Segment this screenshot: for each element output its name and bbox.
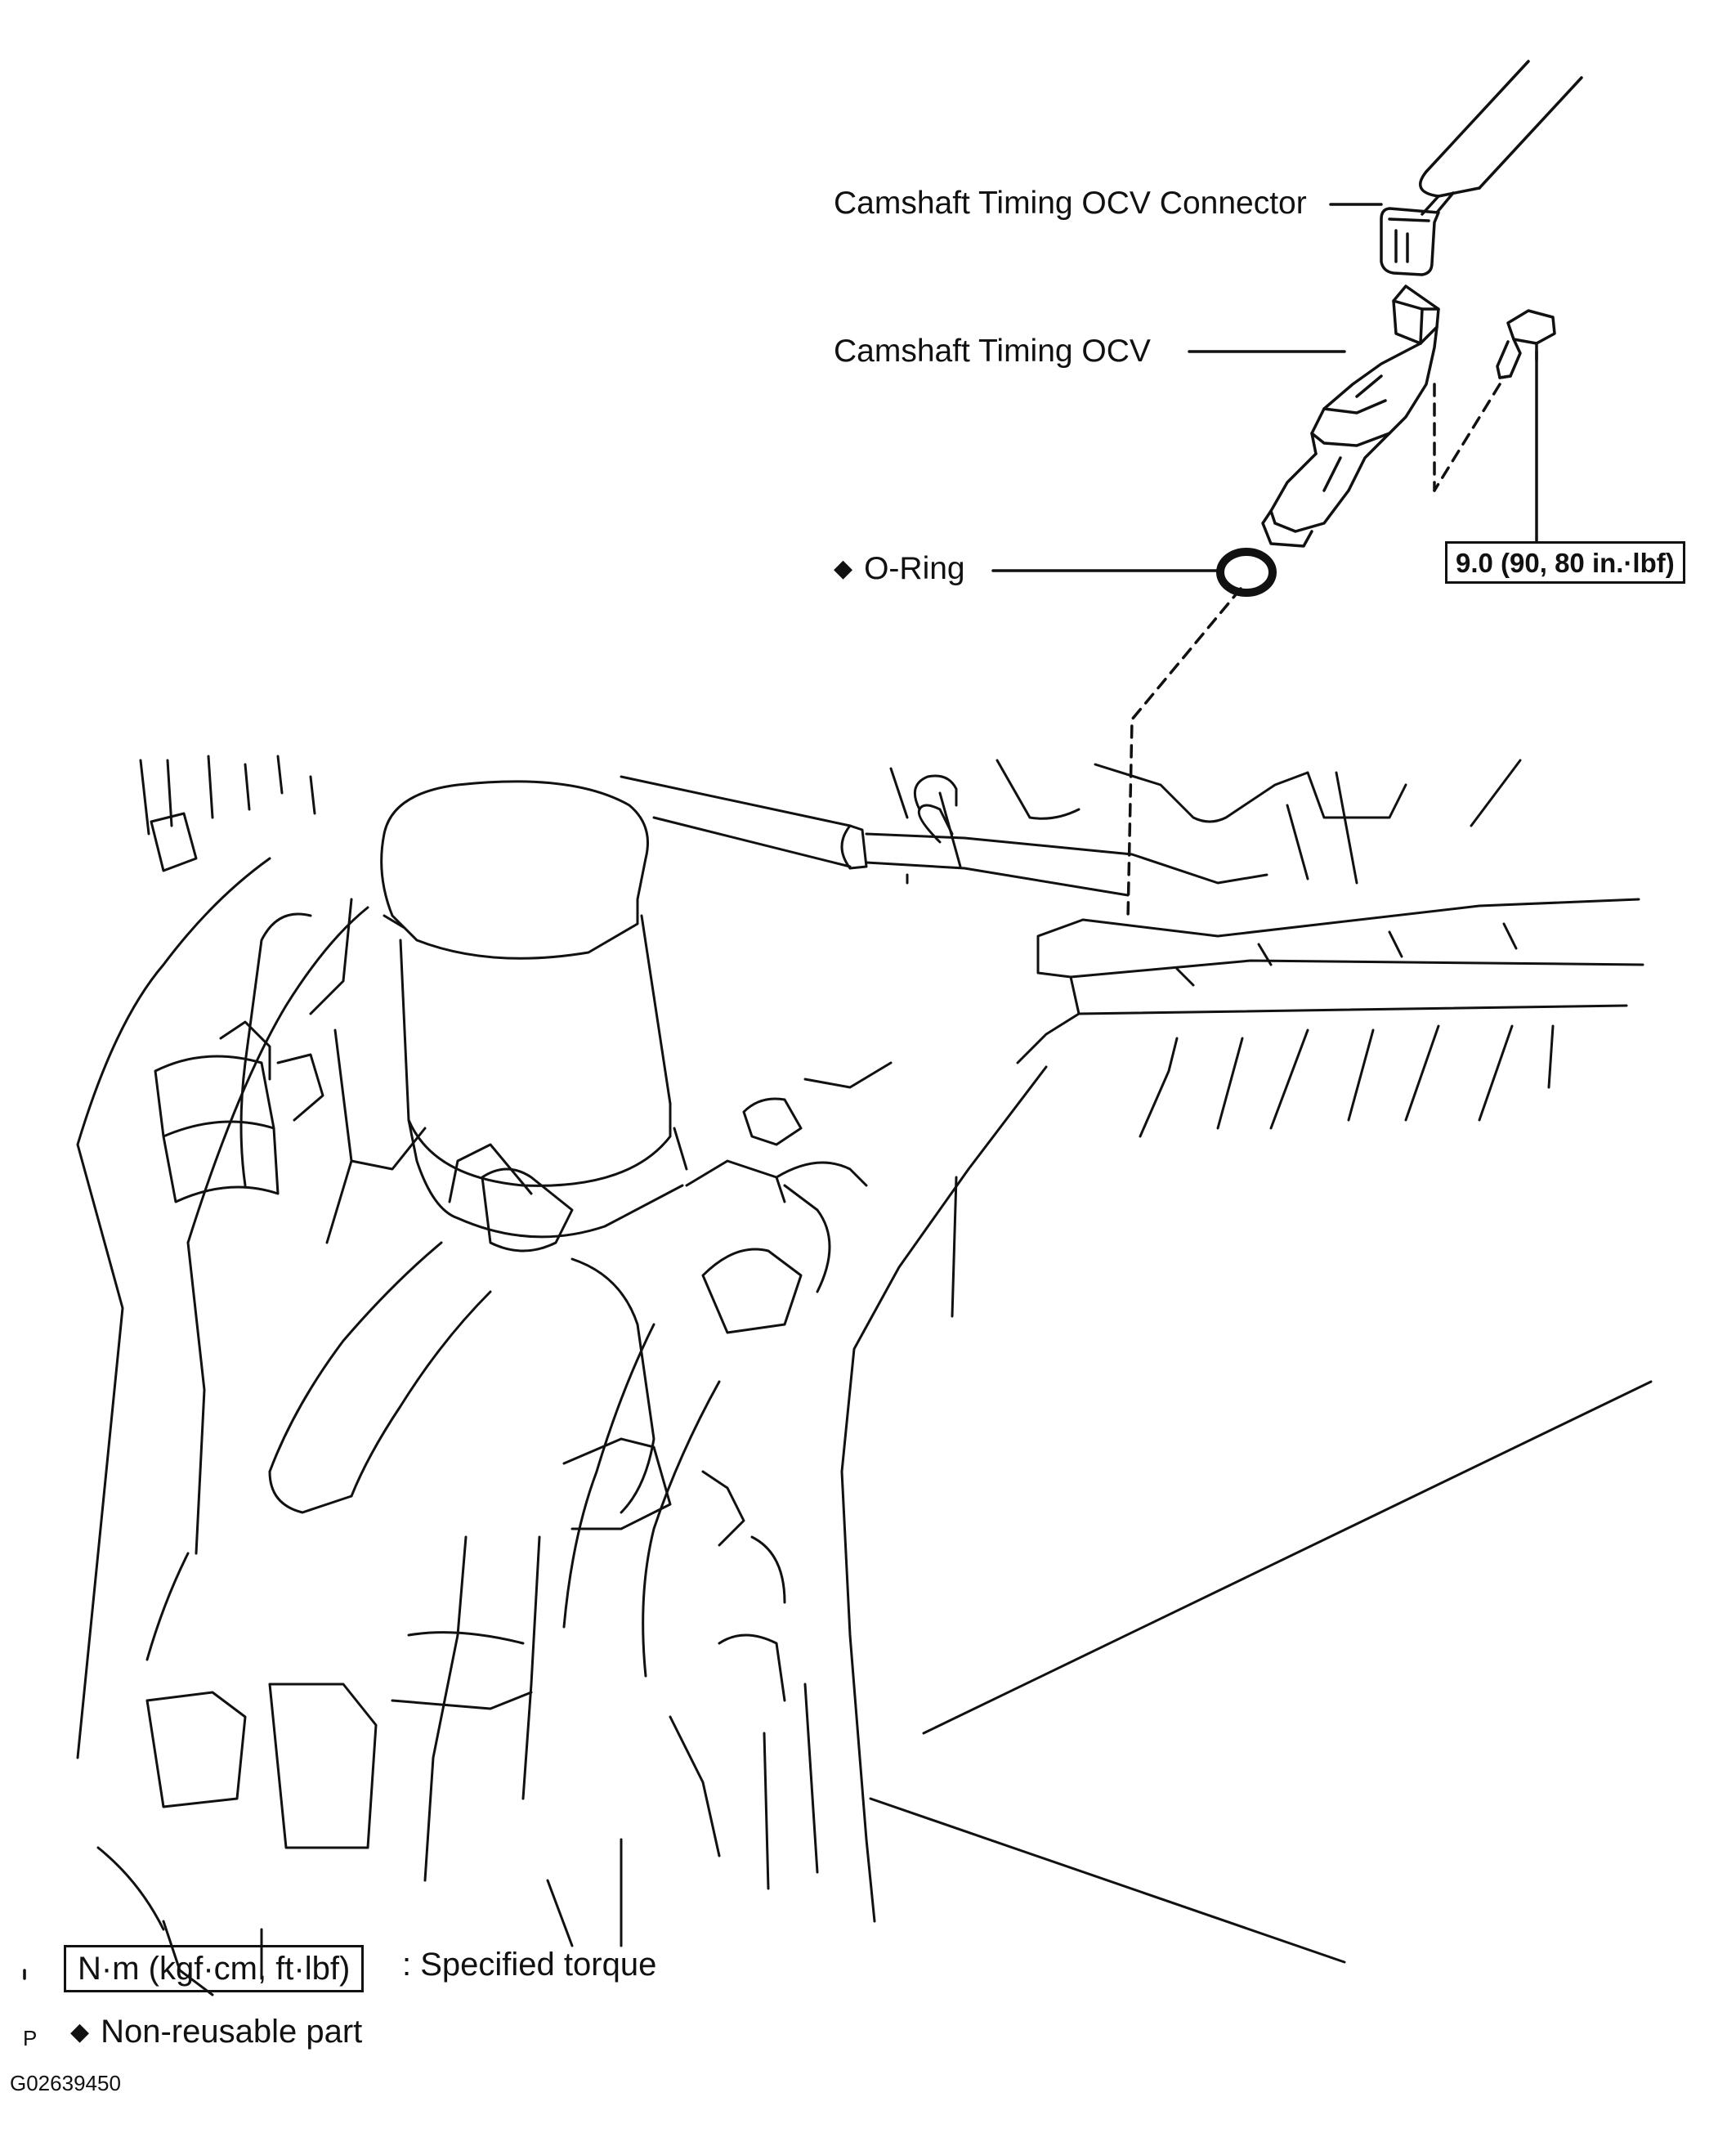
oring-label-text: O-Ring: [864, 551, 965, 586]
legend-nonreusable: ◆ Non-reusable part: [70, 2015, 362, 2048]
page-mark: P: [23, 2026, 38, 2050]
legend-torque-unit-box: N·m (kgf·cm, ft·lbf): [64, 1945, 365, 1992]
engine-assembly: [76, 755, 1653, 1996]
oring-dashed-line: [1126, 587, 1242, 921]
legend-diamond-icon: ◆: [70, 2019, 90, 2046]
oring-label: ◆ O-Ring: [834, 553, 965, 585]
legend-torque-desc: : Specified torque: [402, 1947, 657, 1983]
bolt-dashed-line: [1433, 383, 1501, 492]
camshaft-timing-ocv: [1261, 285, 1440, 548]
ocv-connector: [1380, 207, 1440, 276]
figure-id: G02639450: [10, 2071, 121, 2095]
bolt: [1496, 309, 1556, 379]
o-ring: [1216, 548, 1277, 597]
connector-label: Camshaft Timing OCV Connector: [834, 186, 1307, 221]
nonreusable-diamond-icon: ◆: [834, 555, 853, 582]
wire-harness: [1419, 60, 1583, 216]
legend-nonreusable-text: Non-reusable part: [101, 2014, 363, 2050]
ocv-label: Camshaft Timing OCV: [834, 334, 1151, 369]
torque-spec-box: 9.0 (90, 80 in.·lbf): [1445, 541, 1685, 584]
